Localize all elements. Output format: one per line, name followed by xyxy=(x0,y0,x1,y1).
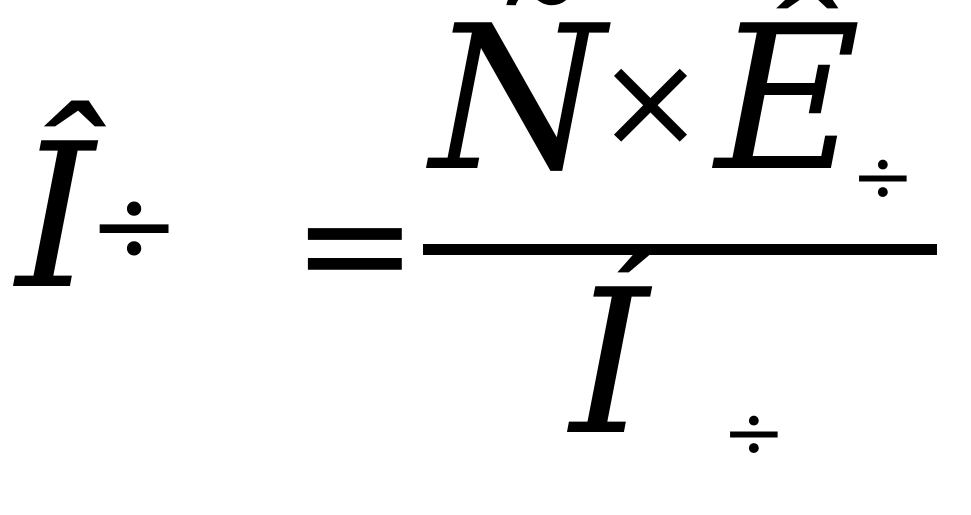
denominator-subscript: ÷ xyxy=(722,387,786,476)
lhs-variable: Î xyxy=(16,101,96,334)
equals-sign: = xyxy=(292,158,418,332)
numerator-second-variable: Ê xyxy=(715,0,861,216)
lhs-subscript: ÷ xyxy=(88,161,181,289)
numerator-first-variable: Ñ xyxy=(430,0,605,216)
times-operator: × xyxy=(596,25,705,177)
denominator-variable: Í xyxy=(570,247,650,480)
numerator-subscript: ÷ xyxy=(851,131,915,220)
fraction-bar xyxy=(423,244,937,255)
